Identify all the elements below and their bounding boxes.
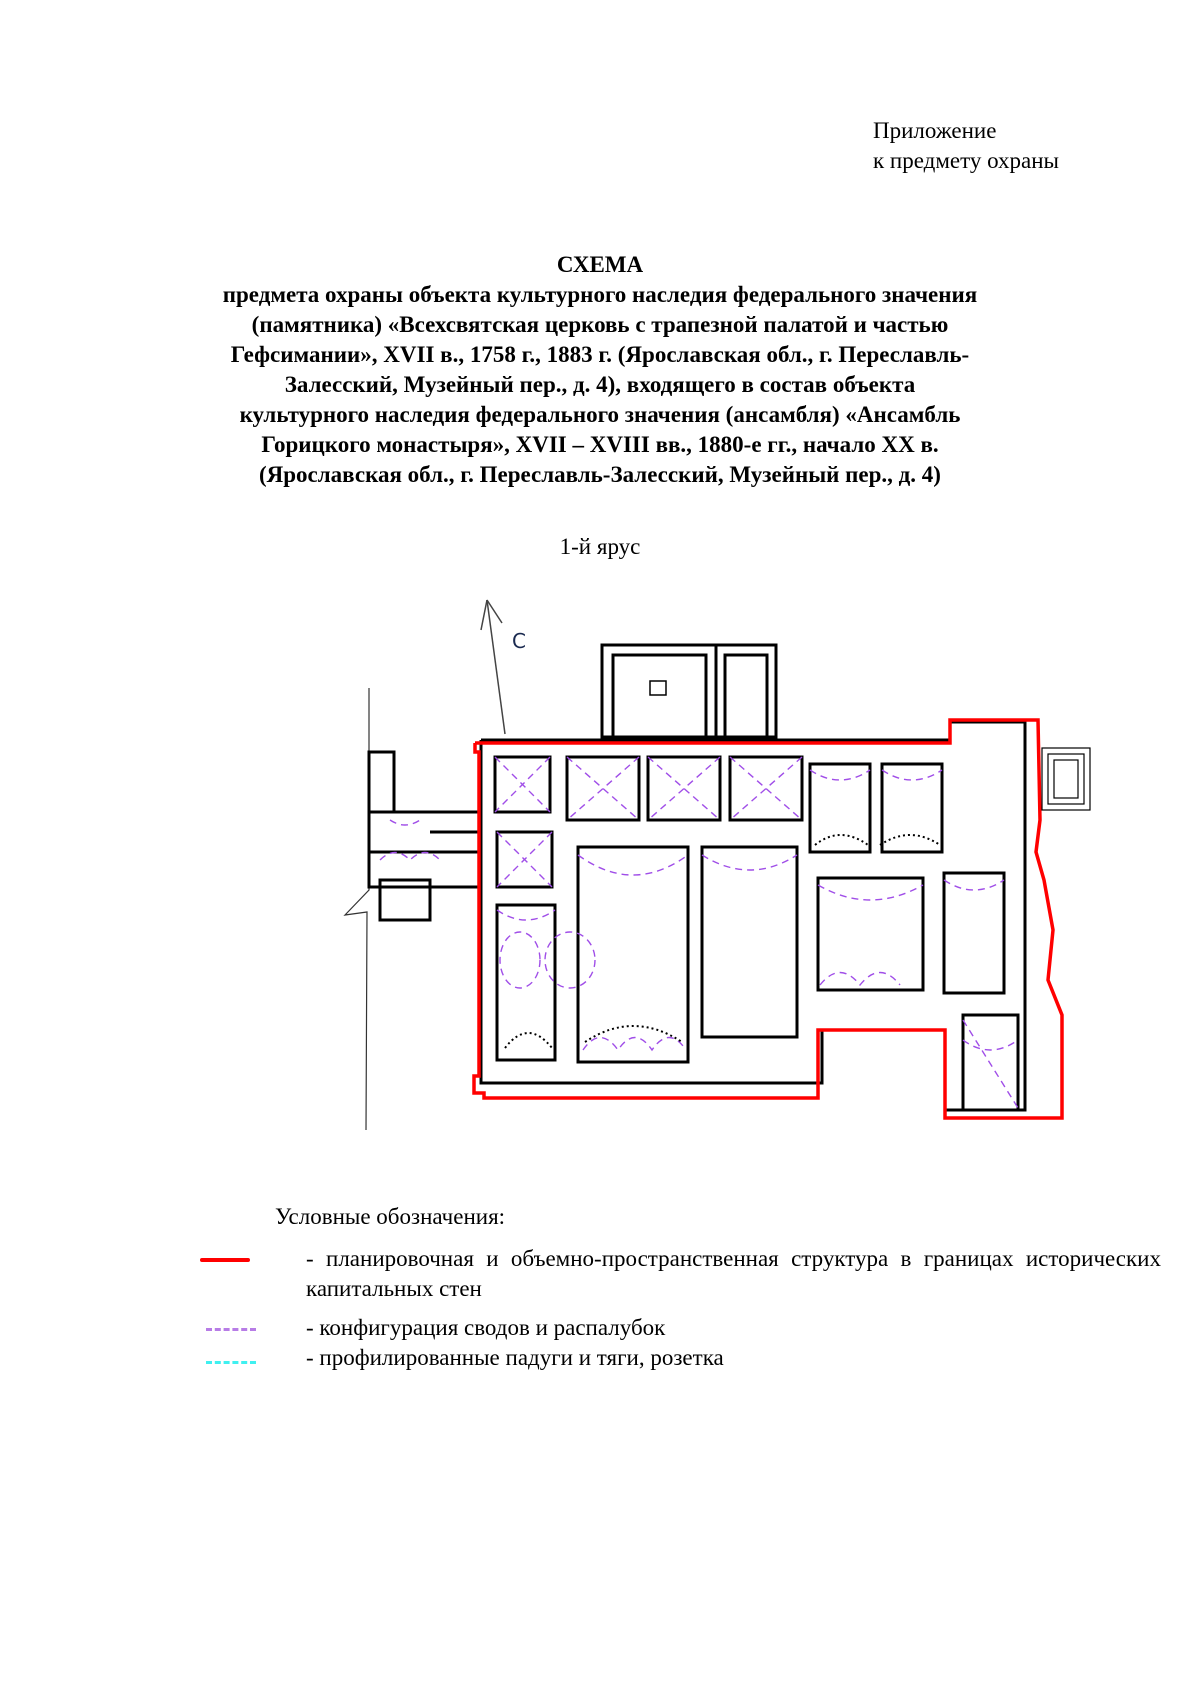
title-line: Гефсимании», XVII в., 1758 г., 1883 г. (… — [230, 342, 970, 367]
legend-item-text: - профилированные падуги и тяги, розетка — [306, 1345, 724, 1370]
title-line: Залесский, Музейный пер., д. 4), входяще… — [284, 372, 916, 397]
north-label: С — [512, 629, 526, 653]
title-heading: СХЕМА — [556, 252, 644, 277]
appendix-line-1: Приложение — [873, 118, 997, 143]
legend-title: Условные обозначения: — [275, 1204, 506, 1229]
violet-dashed-line-icon — [206, 1328, 256, 1331]
legend-item-text: - планировочная и объемно-пространственн… — [306, 1246, 1161, 1301]
title-line: культурного наследия федерального значен… — [239, 402, 961, 427]
title-line: (Ярославская обл., г. Переславль-Залесск… — [259, 462, 941, 487]
title-line: предмета охраны объекта культурного насл… — [222, 282, 978, 307]
red-solid-line-icon — [200, 1258, 250, 1262]
protected-boundary — [472, 718, 1064, 1120]
north-arrow-icon — [480, 599, 506, 735]
title-line: Горицкого монастыря», XVII – XVIII вв., … — [261, 432, 939, 457]
appendix-note: Приложение к предмету охраны — [873, 116, 1059, 176]
legend-item-text: - конфигурация сводов и распалубок — [306, 1315, 666, 1340]
document-title: СХЕМА предмета охраны объекта культурног… — [150, 250, 1050, 490]
title-line: (памятника) «Всехсвятская церковь с трап… — [251, 312, 949, 337]
cyan-dashed-line-icon — [206, 1361, 256, 1364]
vault-lines — [379, 756, 1019, 1109]
tier-label: 1-й ярус — [559, 534, 641, 559]
appendix-line-2: к предмету охраны — [873, 148, 1059, 173]
floor-plan: С — [343, 599, 1091, 1131]
